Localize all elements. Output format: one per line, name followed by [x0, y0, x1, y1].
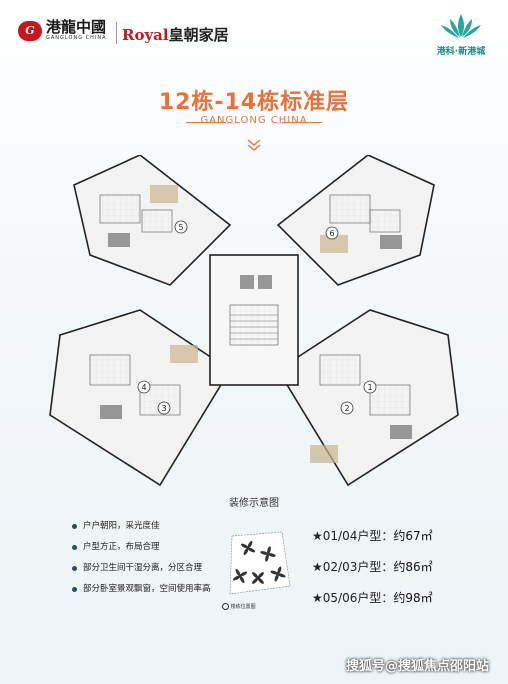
royal-logo-cn: 皇朝家居	[168, 26, 229, 44]
feature-text: 户型方正，布局合理	[83, 542, 160, 552]
page-subtitle: GANGLONG CHINA	[200, 115, 308, 126]
unit-type-area: 约86㎡	[393, 560, 433, 574]
unit-type-area: 约67㎡	[393, 529, 433, 543]
project-logo: 港科·新港城	[432, 10, 490, 57]
subtitle-rule-left	[186, 122, 226, 123]
unit-number: 2	[344, 404, 349, 413]
unit-number: 1	[367, 383, 372, 392]
bullet-icon	[72, 566, 77, 571]
ganglong-logo-en: GANGLONG CHINA	[46, 35, 107, 41]
page-title: 12栋-14栋标准层	[158, 90, 350, 115]
unit-type-label: ★05/06户型：	[312, 591, 394, 605]
chevron-down-icon	[247, 139, 261, 151]
royal-logo-en: Royal	[122, 26, 169, 44]
list-item: 户型方正，布局合理	[72, 542, 222, 553]
ganglong-logo: G 港龍中國 GANGLONG CHINA	[18, 20, 107, 41]
feature-list: 户户朝阳，采光度佳 户型方正，布局合理 部分卫生间干湿分离，分区合理 部分卧室景…	[72, 521, 222, 605]
unit-number: 5	[178, 223, 183, 232]
feature-text: 户户朝阳，采光度佳	[83, 521, 160, 531]
watermark: 搜狐号@搜狐焦点邵阳站	[346, 659, 490, 674]
bullet-icon	[72, 587, 77, 592]
unit-number: 4	[141, 383, 146, 392]
bullet-icon	[72, 545, 77, 550]
plan-caption: 装修示意图	[229, 498, 279, 509]
feature-text: 部分卧室景观飘窗，空间使用率高	[83, 584, 211, 594]
unit-type-row: ★05/06户型：约98㎡	[312, 589, 433, 606]
unit-type-row: ★01/04户型：约67㎡	[312, 527, 433, 544]
subtitle-rule-right	[282, 122, 322, 123]
lotus-icon	[441, 14, 481, 38]
site-plan-diagram	[229, 531, 291, 595]
header: G 港龍中國 GANGLONG CHINA Royal皇朝家居 港科·新港城	[0, 0, 508, 70]
list-item: 部分卧室景观飘窗，空间使用率高	[72, 584, 222, 595]
feature-text: 部分卫生间干湿分离，分区合理	[83, 563, 203, 573]
unit-1-2-block	[276, 309, 459, 487]
ganglong-logo-cn: 港龍中國	[46, 18, 107, 36]
floor-plan-drawing: 5 6 4 3 1 2	[49, 155, 459, 487]
site-plan-label: 楼栋位置图	[222, 603, 256, 610]
project-logo-cn: 港科·新港城	[436, 47, 486, 57]
list-item: 部分卫生间干湿分离，分区合理	[72, 563, 222, 574]
unit-number: 6	[329, 229, 334, 238]
logo-divider	[116, 22, 117, 44]
unit-type-label: ★01/04户型：	[312, 529, 394, 543]
bullet-icon	[72, 524, 77, 529]
north-icon	[222, 603, 229, 610]
ganglong-mark-icon: G	[18, 20, 42, 41]
list-item: 户户朝阳，采光度佳	[72, 521, 222, 532]
unit-type-label: ★02/03户型：	[312, 560, 394, 574]
site-plan-label-text: 楼栋位置图	[230, 604, 256, 610]
unit-type-area: 约98㎡	[393, 591, 433, 605]
royal-logo: Royal皇朝家居	[122, 24, 229, 45]
unit-type-row: ★02/03户型：约86㎡	[312, 558, 433, 575]
unit-type-list: ★01/04户型：约67㎡ ★02/03户型：约86㎡ ★05/06户型：约98…	[312, 527, 433, 620]
unit-number: 3	[161, 404, 166, 413]
